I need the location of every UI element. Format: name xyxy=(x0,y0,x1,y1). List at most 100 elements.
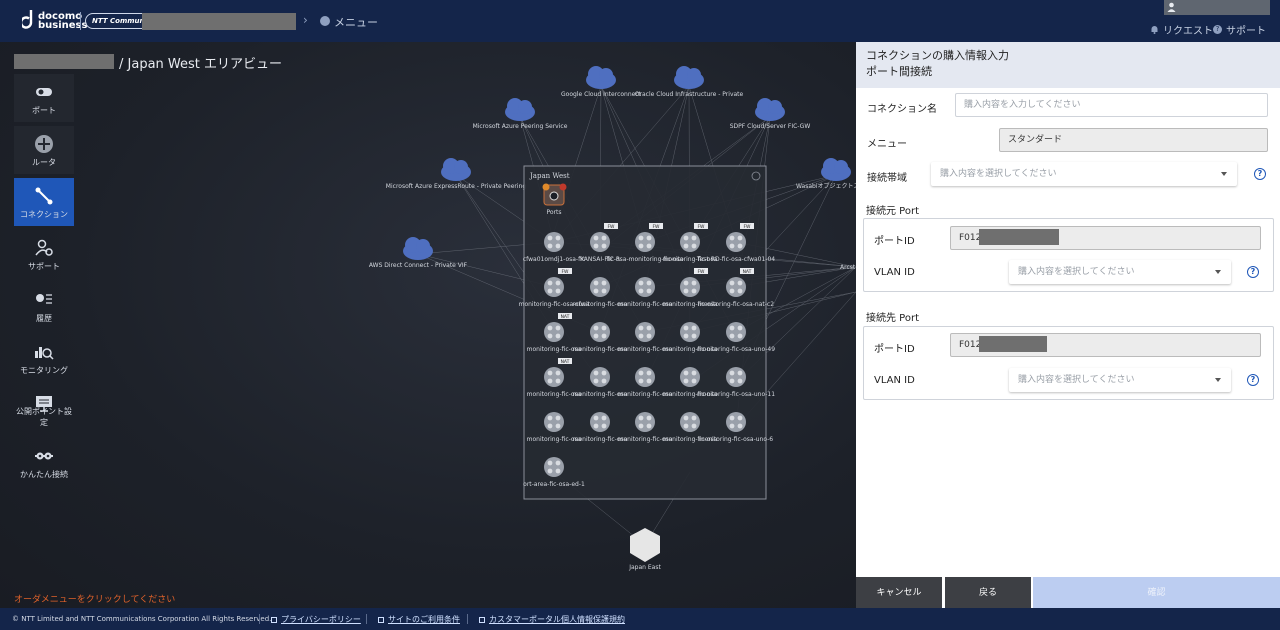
router-port-dot xyxy=(638,423,644,429)
area-view-canvas[interactable]: Google Cloud Interconnect Oracle Cloud I… xyxy=(0,42,856,608)
router-node[interactable]: monitoring-fic-osa xyxy=(527,367,582,398)
router-node[interactable]: monitoring-fic-osa-uno-49 xyxy=(697,322,775,353)
router-node[interactable]: monitoring-fic-osa-uno-11 xyxy=(697,367,775,398)
router-icon[interactable] xyxy=(590,367,610,387)
topology-diagram[interactable]: Google Cloud Interconnect Oracle Cloud I… xyxy=(0,42,856,608)
cancel-button[interactable]: キャンセル xyxy=(856,577,942,608)
sidebar-item-router[interactable]: ルータ xyxy=(14,126,74,174)
router-icon[interactable] xyxy=(544,277,564,297)
cloud-icon[interactable] xyxy=(821,158,851,181)
router-icon[interactable] xyxy=(590,232,610,252)
cloud-icon[interactable] xyxy=(441,158,471,181)
router-icon[interactable] xyxy=(635,412,655,432)
router-icon[interactable] xyxy=(680,412,700,432)
router-node[interactable]: monitoring-fic-osa xyxy=(663,277,718,308)
router-icon[interactable] xyxy=(726,367,746,387)
cloud-label: AWS Direct Connect - Private VIF xyxy=(369,262,468,269)
terms-of-use-link[interactable]: サイトのご利用条件 xyxy=(378,614,460,625)
router-node[interactable]: monitoring-fic-osa xyxy=(618,412,673,443)
router-node[interactable]: monitoring-fic-osa xyxy=(527,322,582,353)
router-node[interactable]: monitoring-fic-osa xyxy=(663,412,718,443)
router-icon[interactable] xyxy=(544,232,564,252)
ports-node[interactable]: Ports xyxy=(542,183,567,217)
cloud-icon[interactable] xyxy=(403,237,433,260)
router-node[interactable]: monitoring-fic-osa xyxy=(573,412,628,443)
badge-background xyxy=(740,223,754,229)
router-icon[interactable] xyxy=(726,277,746,297)
router-node[interactable]: monitoring-fic-osa-nat-c2 xyxy=(698,277,774,308)
privacy-policy-link[interactable]: プライバシーポリシー xyxy=(271,614,361,625)
sidebar-item-monitoring[interactable]: モニタリング xyxy=(14,334,74,382)
cloud-icon[interactable] xyxy=(505,98,535,121)
sidebar-item-easy-connect[interactable]: かんたん接続 xyxy=(14,438,74,486)
router-node[interactable]: monitoring-fic-osa-cfwa xyxy=(519,277,590,308)
router-node[interactable]: monitoring-fic-osa xyxy=(618,277,673,308)
router-node[interactable]: monitoring-fic-osa xyxy=(663,367,718,398)
sidebar-item-history[interactable]: 履歴 xyxy=(14,282,74,330)
help-circle-icon[interactable]: ? xyxy=(1254,168,1266,180)
router-icon[interactable] xyxy=(726,412,746,432)
router-node[interactable]: monitoring-fic-osa xyxy=(527,412,582,443)
connection-name-input[interactable]: 購入内容を入力してください xyxy=(955,93,1268,117)
collapse-icon[interactable] xyxy=(751,171,761,181)
router-node[interactable]: monitoring-fic-osa xyxy=(573,277,628,308)
router-node[interactable]: Test-RD-fic-osa-cfwa01-04 xyxy=(696,232,775,263)
sidebar-item-connection[interactable]: コネクション xyxy=(14,178,74,226)
dest-vlan-select[interactable]: 購入内容を選択してください xyxy=(1009,368,1231,392)
router-icon[interactable] xyxy=(726,232,746,252)
router-node[interactable]: monitoring-fic-osa xyxy=(663,322,718,353)
router-icon[interactable] xyxy=(635,322,655,342)
router-icon[interactable] xyxy=(590,277,610,297)
router-node[interactable]: monitoring-fic-osa xyxy=(573,322,628,353)
router-node[interactable]: monitoring-fic-osa xyxy=(618,322,673,353)
japan-east-hexagon-icon[interactable] xyxy=(630,528,660,562)
router-icon[interactable] xyxy=(590,322,610,342)
menu-link[interactable]: メニュー xyxy=(334,16,378,29)
router-node[interactable]: monitoring-fic-osa xyxy=(663,232,718,263)
router-node[interactable]: fic-osa-monitoring-fic-osa xyxy=(607,232,684,263)
sidebar-item-support[interactable]: サポート xyxy=(14,230,74,278)
sidebar-item-public-point[interactable]: 公開ポイント設定 xyxy=(14,386,74,434)
router-icon[interactable] xyxy=(680,232,700,252)
router-icon[interactable] xyxy=(590,412,610,432)
menu-circle-icon[interactable] xyxy=(320,16,330,26)
router-port-dot xyxy=(683,243,689,249)
cloud-icon[interactable] xyxy=(586,66,616,89)
router-node-grid[interactable]: cfwa01omdj1-osa-ficKANSAI-FIC-Rfic-osa-m… xyxy=(519,223,776,488)
router-icon[interactable] xyxy=(680,277,700,297)
router-icon[interactable] xyxy=(680,367,700,387)
confirm-button[interactable]: 確認 xyxy=(1033,577,1280,608)
router-node[interactable]: cfwa01omdj1-osa-fic xyxy=(523,232,585,263)
source-vlan-select[interactable]: 購入内容を選択してください xyxy=(1009,260,1231,284)
router-port-dot xyxy=(638,243,644,249)
router-icon[interactable] xyxy=(635,277,655,297)
customer-portal-privacy-link[interactable]: カスタマーポータル個人情報保護規約 xyxy=(479,614,625,625)
router-node[interactable]: monitoring-fic-osa-uno-6 xyxy=(699,412,773,443)
router-node[interactable]: ort-area-fic-osa-ed-1 xyxy=(523,457,585,488)
router-icon[interactable] xyxy=(680,322,700,342)
router-icon[interactable] xyxy=(635,367,655,387)
router-icon[interactable] xyxy=(635,232,655,252)
router-node[interactable]: KANSAI-FIC-R xyxy=(580,232,620,263)
redacted-port-id xyxy=(979,229,1059,245)
support-link[interactable]: ? サポート xyxy=(1213,22,1266,37)
router-icon[interactable] xyxy=(544,367,564,387)
help-circle-icon[interactable]: ? xyxy=(1247,374,1259,386)
sidebar-item-port[interactable]: ポート xyxy=(14,74,74,122)
router-icon[interactable] xyxy=(544,322,564,342)
router-port-dot xyxy=(683,370,689,376)
cloud-icon[interactable] xyxy=(755,98,785,121)
router-icon[interactable] xyxy=(726,322,746,342)
cloud-nodes[interactable] xyxy=(403,66,851,260)
router-icon[interactable] xyxy=(544,457,564,477)
back-button[interactable]: 戻る xyxy=(945,577,1031,608)
router-node[interactable]: monitoring-fic-osa xyxy=(573,367,628,398)
help-circle-icon[interactable]: ? xyxy=(1247,266,1259,278)
user-account-button[interactable] xyxy=(1164,0,1270,15)
bandwidth-select[interactable]: 購入内容を選択してください xyxy=(931,162,1237,186)
request-link[interactable]: リクエスト xyxy=(1150,22,1213,37)
router-node[interactable]: monitoring-fic-osa xyxy=(618,367,673,398)
cloud-icon[interactable] xyxy=(674,66,704,89)
router-icon[interactable] xyxy=(544,412,564,432)
port-id-label: ポートID xyxy=(874,344,915,355)
